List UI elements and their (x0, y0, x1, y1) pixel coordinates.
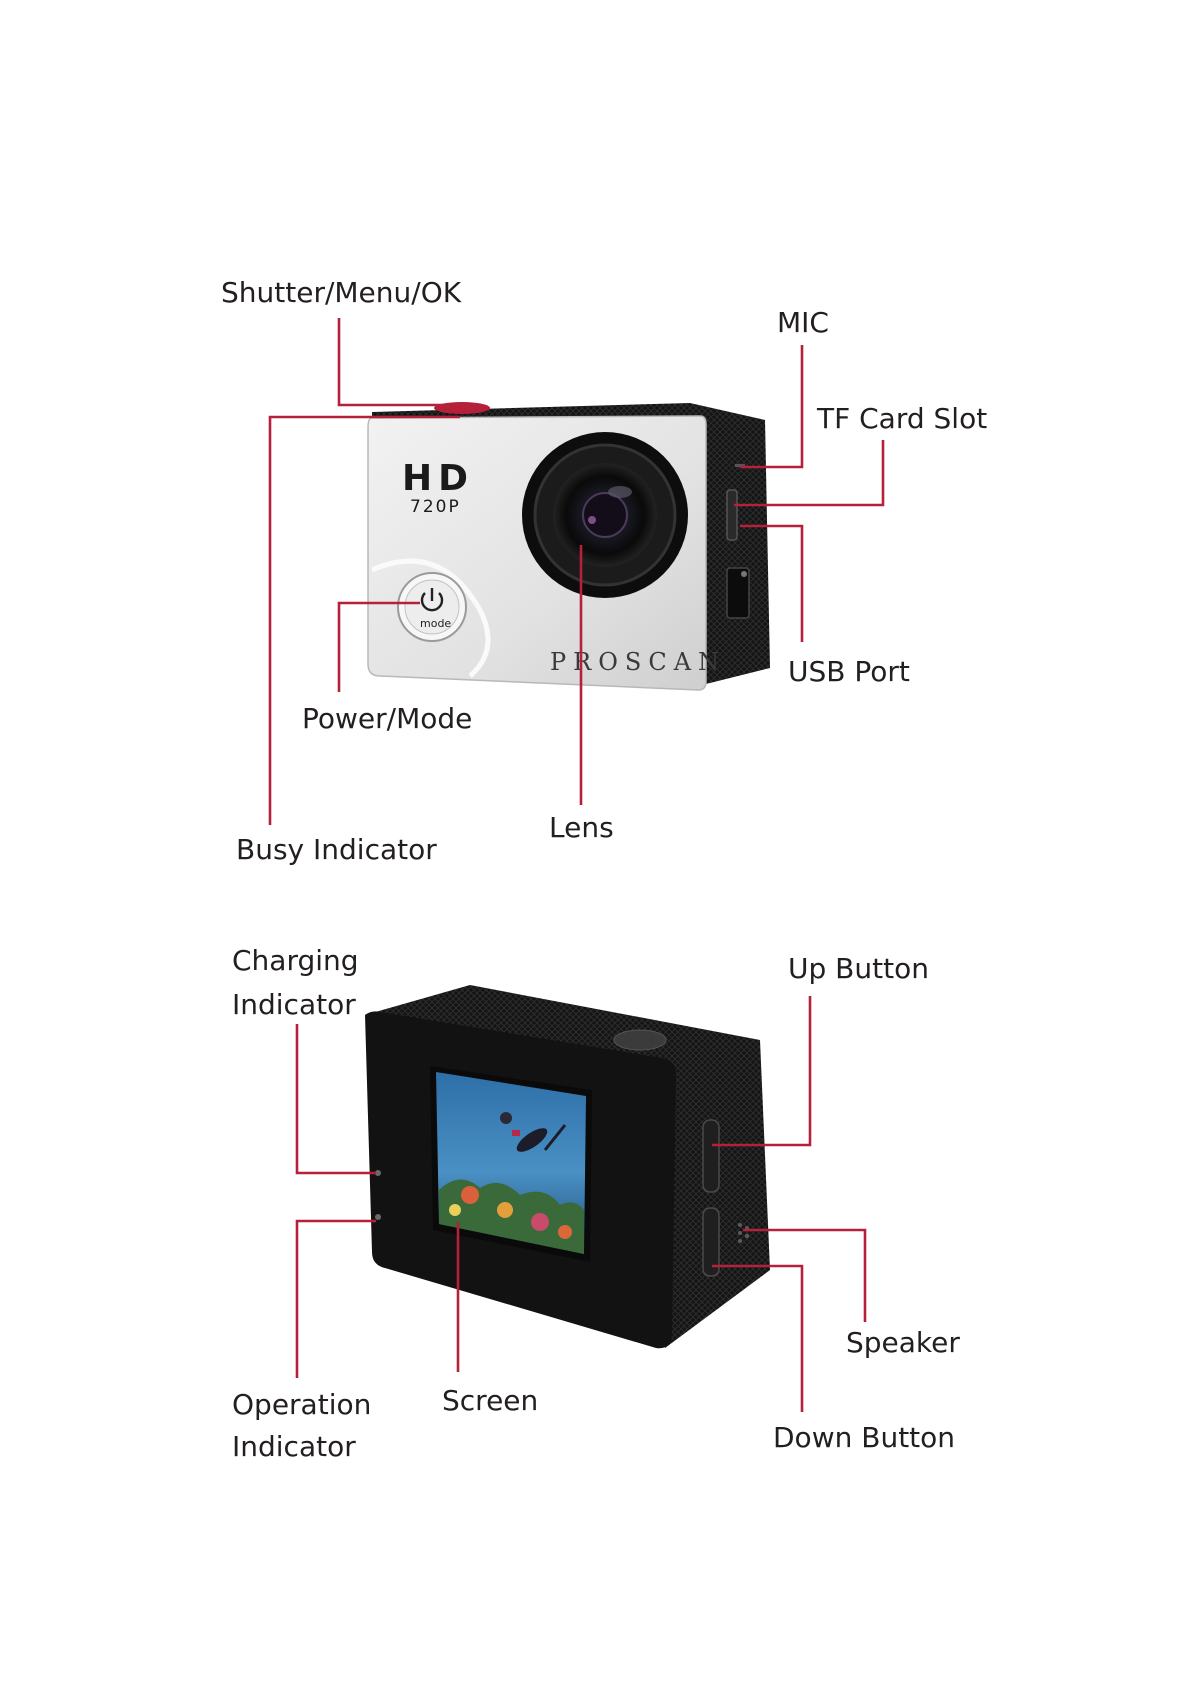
label-screen: Screen (442, 1384, 538, 1417)
label-operation-line1: Operation (232, 1388, 371, 1421)
leader-charging (297, 1024, 376, 1173)
lcd-screen (430, 1066, 592, 1262)
resolution-text: 720P (410, 497, 461, 517)
camera-lens (522, 432, 688, 598)
leader-shutter (339, 318, 462, 405)
label-down: Down Button (773, 1421, 955, 1454)
leader-operation (297, 1221, 376, 1378)
front-camera: HD 720P mode PROSCAN (368, 402, 770, 690)
back-camera-side (660, 1040, 770, 1348)
top-shutter-button[interactable] (614, 1030, 666, 1050)
label-power: Power/Mode (302, 702, 472, 735)
label-busy: Busy Indicator (236, 833, 437, 866)
label-tf-card: TF Card Slot (816, 402, 987, 435)
up-button[interactable] (703, 1120, 719, 1192)
brand-text: PROSCAN (550, 648, 726, 676)
label-up: Up Button (788, 952, 929, 985)
label-mic: MIC (777, 306, 829, 339)
label-usb: USB Port (788, 655, 910, 688)
label-operation-line2: Indicator (232, 1430, 356, 1463)
label-lens: Lens (549, 811, 614, 844)
operation-indicator-light (375, 1214, 381, 1220)
label-charging-line1: Charging (232, 944, 359, 977)
mode-text: mode (420, 617, 451, 630)
back-camera (365, 985, 770, 1348)
hd-text: HD (402, 458, 474, 499)
label-shutter: Shutter/Menu/OK (221, 276, 462, 309)
label-charging-line2: Indicator (232, 988, 356, 1021)
power-mode-button[interactable]: mode (398, 573, 466, 641)
usb-symbol-icon (741, 571, 747, 577)
label-speaker: Speaker (846, 1326, 960, 1359)
tf-card-slot (727, 490, 737, 540)
